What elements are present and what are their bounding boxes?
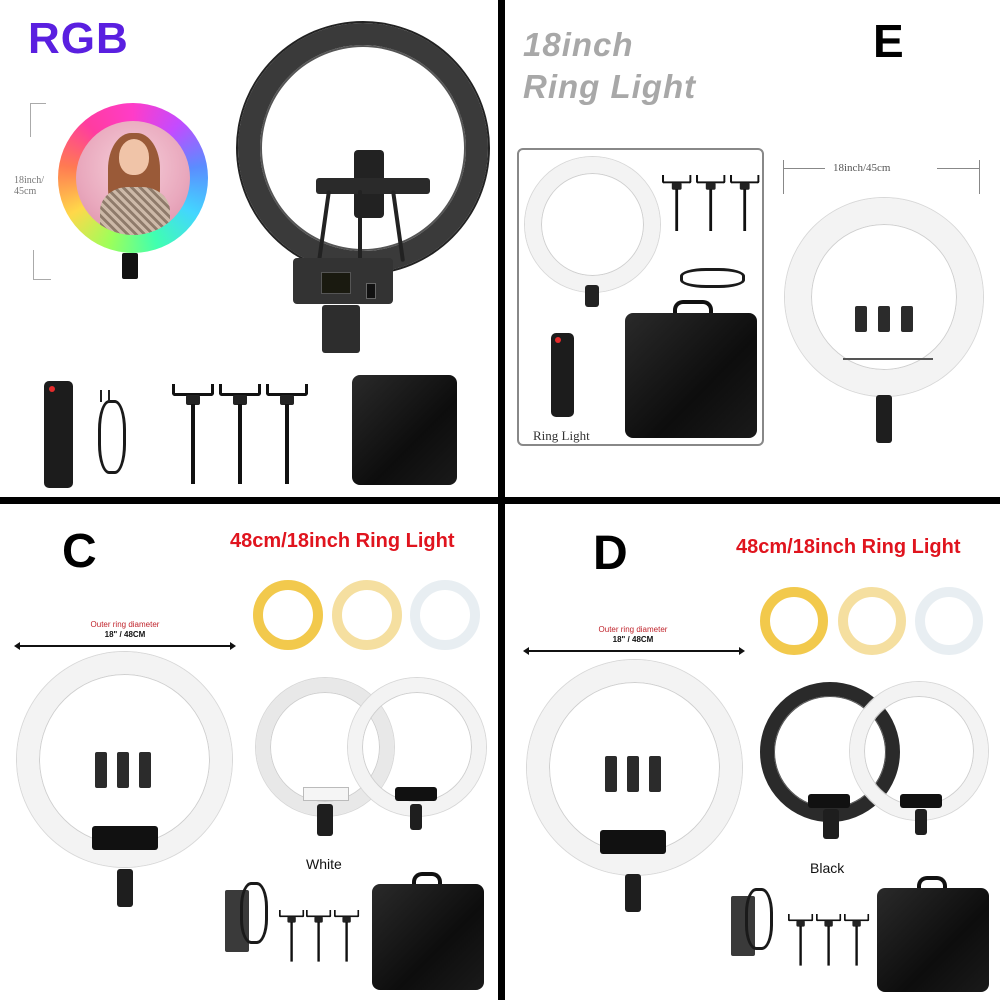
carry-bag — [352, 375, 457, 485]
rgb-title: RGB — [28, 14, 129, 63]
plug-icon — [100, 390, 110, 402]
triple-phone-holder-bar — [316, 178, 430, 194]
outer-ring-label: Outer ring diameter — [598, 625, 668, 634]
holder-base — [843, 358, 933, 360]
cool-light-ring — [915, 587, 983, 655]
phone-icon — [878, 306, 890, 332]
dimension-line-right — [937, 168, 979, 169]
bag-handle — [673, 300, 713, 316]
white-ring-light — [525, 157, 660, 292]
variant-letter-e: E — [873, 15, 904, 67]
warm-light-ring — [253, 580, 323, 650]
headline: 48cm/18inch Ring Light — [230, 530, 455, 552]
phone-icon — [605, 756, 617, 792]
power-cable — [680, 268, 745, 288]
ring-mount — [915, 809, 927, 835]
ring-mount — [823, 809, 839, 839]
control-box — [900, 794, 942, 808]
control-box — [395, 787, 437, 801]
outer-ring-label: Outer ring diameter — [90, 620, 160, 629]
ring-mount — [876, 395, 892, 443]
bag-handle — [412, 872, 442, 886]
gooseneck-arm — [358, 190, 362, 262]
power-button-icon — [555, 337, 561, 343]
power-socket-icon — [366, 283, 376, 299]
color-label: White — [306, 856, 342, 872]
dimension-line-left — [783, 168, 825, 169]
phone-icon — [649, 756, 661, 792]
control-box — [600, 830, 666, 854]
ring-mount — [585, 285, 599, 307]
neutral-light-ring — [838, 587, 906, 655]
dimension-tick-left — [783, 160, 784, 194]
headline: 48cm/18inch Ring Light — [736, 536, 961, 558]
box-caption: Ring Light — [533, 428, 590, 443]
grid-divider-horizontal — [0, 497, 1000, 504]
dimension-label-line1: 18inch/ — [14, 175, 44, 186]
panel-rgb: RGB 18inch/ 45cm — [0, 0, 498, 497]
control-box — [808, 794, 850, 808]
model-face — [119, 139, 149, 175]
phone-icon — [901, 306, 913, 332]
neutral-light-ring — [332, 580, 402, 650]
panel-d: D 48cm/18inch Ring Light Outer ring diam… — [505, 504, 1000, 1000]
phone-icon — [855, 306, 867, 332]
panel-e: 18inch Ring Light E Ring Light 18inch/45… — [505, 0, 1000, 497]
dimension-label: 18inch/45cm — [833, 162, 891, 174]
carry-bag — [625, 313, 757, 438]
control-display — [321, 272, 351, 294]
model-photo — [76, 121, 190, 235]
e-title-line2: Ring Light — [523, 68, 697, 105]
remote-control — [551, 333, 574, 417]
dimension-arrow — [14, 642, 236, 650]
white-control-box — [303, 787, 349, 801]
color-label: Black — [810, 860, 845, 876]
phone-icon — [627, 756, 639, 792]
white-ring-light-large — [785, 198, 983, 396]
bag-handle — [917, 876, 947, 890]
e-title: 18inch Ring Light — [523, 24, 696, 108]
outer-ring-dimension: 18" / 48CM — [104, 630, 146, 639]
power-cable — [745, 888, 773, 950]
black-ring-light — [238, 23, 488, 273]
dimension-tick-right — [979, 160, 980, 194]
phone-icon — [117, 752, 129, 788]
remote-control — [44, 381, 73, 488]
cool-light-ring — [410, 580, 480, 650]
rgb-ring-mount — [122, 253, 138, 279]
phone-icon — [139, 752, 151, 788]
variant-letter-d: D — [593, 527, 628, 580]
ring-mount — [117, 869, 133, 907]
power-cable — [240, 882, 268, 944]
power-button-icon — [49, 386, 55, 392]
dimension-bracket-top — [30, 103, 46, 137]
model-dress — [100, 187, 170, 235]
outer-ring-dimension: 18" / 48CM — [612, 635, 654, 644]
variant-letter-c: C — [62, 525, 97, 578]
e-title-line1: 18inch — [523, 26, 634, 63]
phone-icon — [95, 752, 107, 788]
ring-mount — [410, 804, 422, 830]
dimension-label: 18inch/ 45cm — [14, 175, 44, 197]
power-cord — [98, 400, 126, 474]
dimension-arrow — [523, 647, 745, 655]
warm-light-ring — [760, 587, 828, 655]
carry-bag — [877, 888, 989, 992]
dimension-label-line2: 45cm — [14, 186, 37, 197]
ring-mount — [317, 804, 333, 836]
control-box — [92, 826, 158, 850]
dimension-bracket-bottom — [33, 250, 51, 280]
ring-mount — [625, 874, 641, 912]
light-stand-mount — [322, 305, 360, 353]
package-contents-box — [517, 148, 764, 446]
panel-c: C 48cm/18inch Ring Light Outer ring diam… — [0, 504, 498, 1000]
carry-bag — [372, 884, 484, 990]
